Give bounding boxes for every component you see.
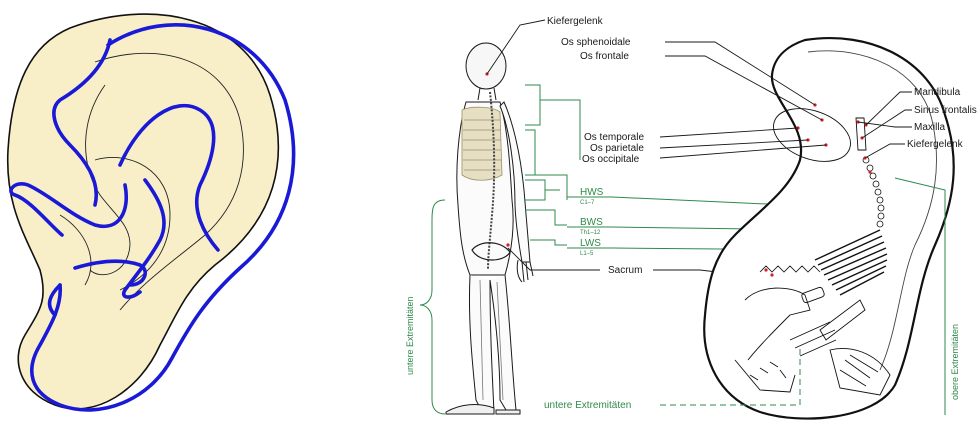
body-figure bbox=[446, 43, 533, 414]
ear-diagram bbox=[8, 14, 294, 410]
label-hws: HWS bbox=[580, 187, 604, 198]
figure-rib-cage bbox=[462, 107, 502, 180]
label-lws-sub: L1–5 bbox=[580, 251, 594, 257]
hws-connector bbox=[535, 175, 567, 200]
label-hws-sub: C1–7 bbox=[580, 200, 595, 206]
bws-connector bbox=[525, 210, 567, 225]
neck-bracket bbox=[525, 130, 535, 175]
label-os-sphenoidale: Os sphenoidale bbox=[561, 37, 631, 48]
leader-os-parietale bbox=[660, 140, 808, 148]
label-os-parietale: Os parietale bbox=[590, 143, 644, 154]
left-extremity-brace bbox=[420, 200, 445, 414]
label-untere-extremitaeten-left: untere Extremitäten bbox=[405, 296, 415, 375]
label-mandibula: Mandibula bbox=[914, 87, 961, 98]
label-sinus-frontalis: Sinus frontalis bbox=[914, 105, 977, 116]
lws-connector bbox=[530, 240, 567, 245]
label-bws: BWS bbox=[580, 217, 603, 228]
thorax-bracket bbox=[525, 180, 545, 200]
label-lws: LWS bbox=[580, 238, 601, 249]
label-os-occipitale: Os occipitale bbox=[582, 154, 640, 165]
label-kiefergelenk-top: Kiefergelenk bbox=[547, 16, 604, 27]
leader-os-temporale bbox=[660, 128, 798, 137]
label-maxilla: Maxilla bbox=[914, 122, 946, 133]
label-untere-extremitaeten-bottom: untere Extremitäten bbox=[544, 400, 631, 411]
figure-neck bbox=[478, 88, 496, 100]
figure-legs bbox=[469, 275, 516, 412]
label-os-temporale: Os temporale bbox=[584, 132, 644, 143]
figure-head bbox=[466, 43, 506, 89]
label-os-frontale: Os frontale bbox=[580, 51, 629, 62]
ear-outline bbox=[8, 14, 279, 409]
figure-point-sacrum bbox=[506, 243, 509, 246]
label-kiefergelenk-right: Kiefergelenk bbox=[907, 139, 964, 150]
label-obere-extremitaeten: obere Extremitäten bbox=[950, 324, 960, 400]
head-bracket-link bbox=[540, 100, 580, 160]
label-sacrum: Sacrum bbox=[608, 265, 642, 276]
figure-hand bbox=[517, 260, 533, 282]
head-bracket bbox=[525, 85, 540, 125]
label-bws-sub: Th1–12 bbox=[580, 230, 601, 236]
